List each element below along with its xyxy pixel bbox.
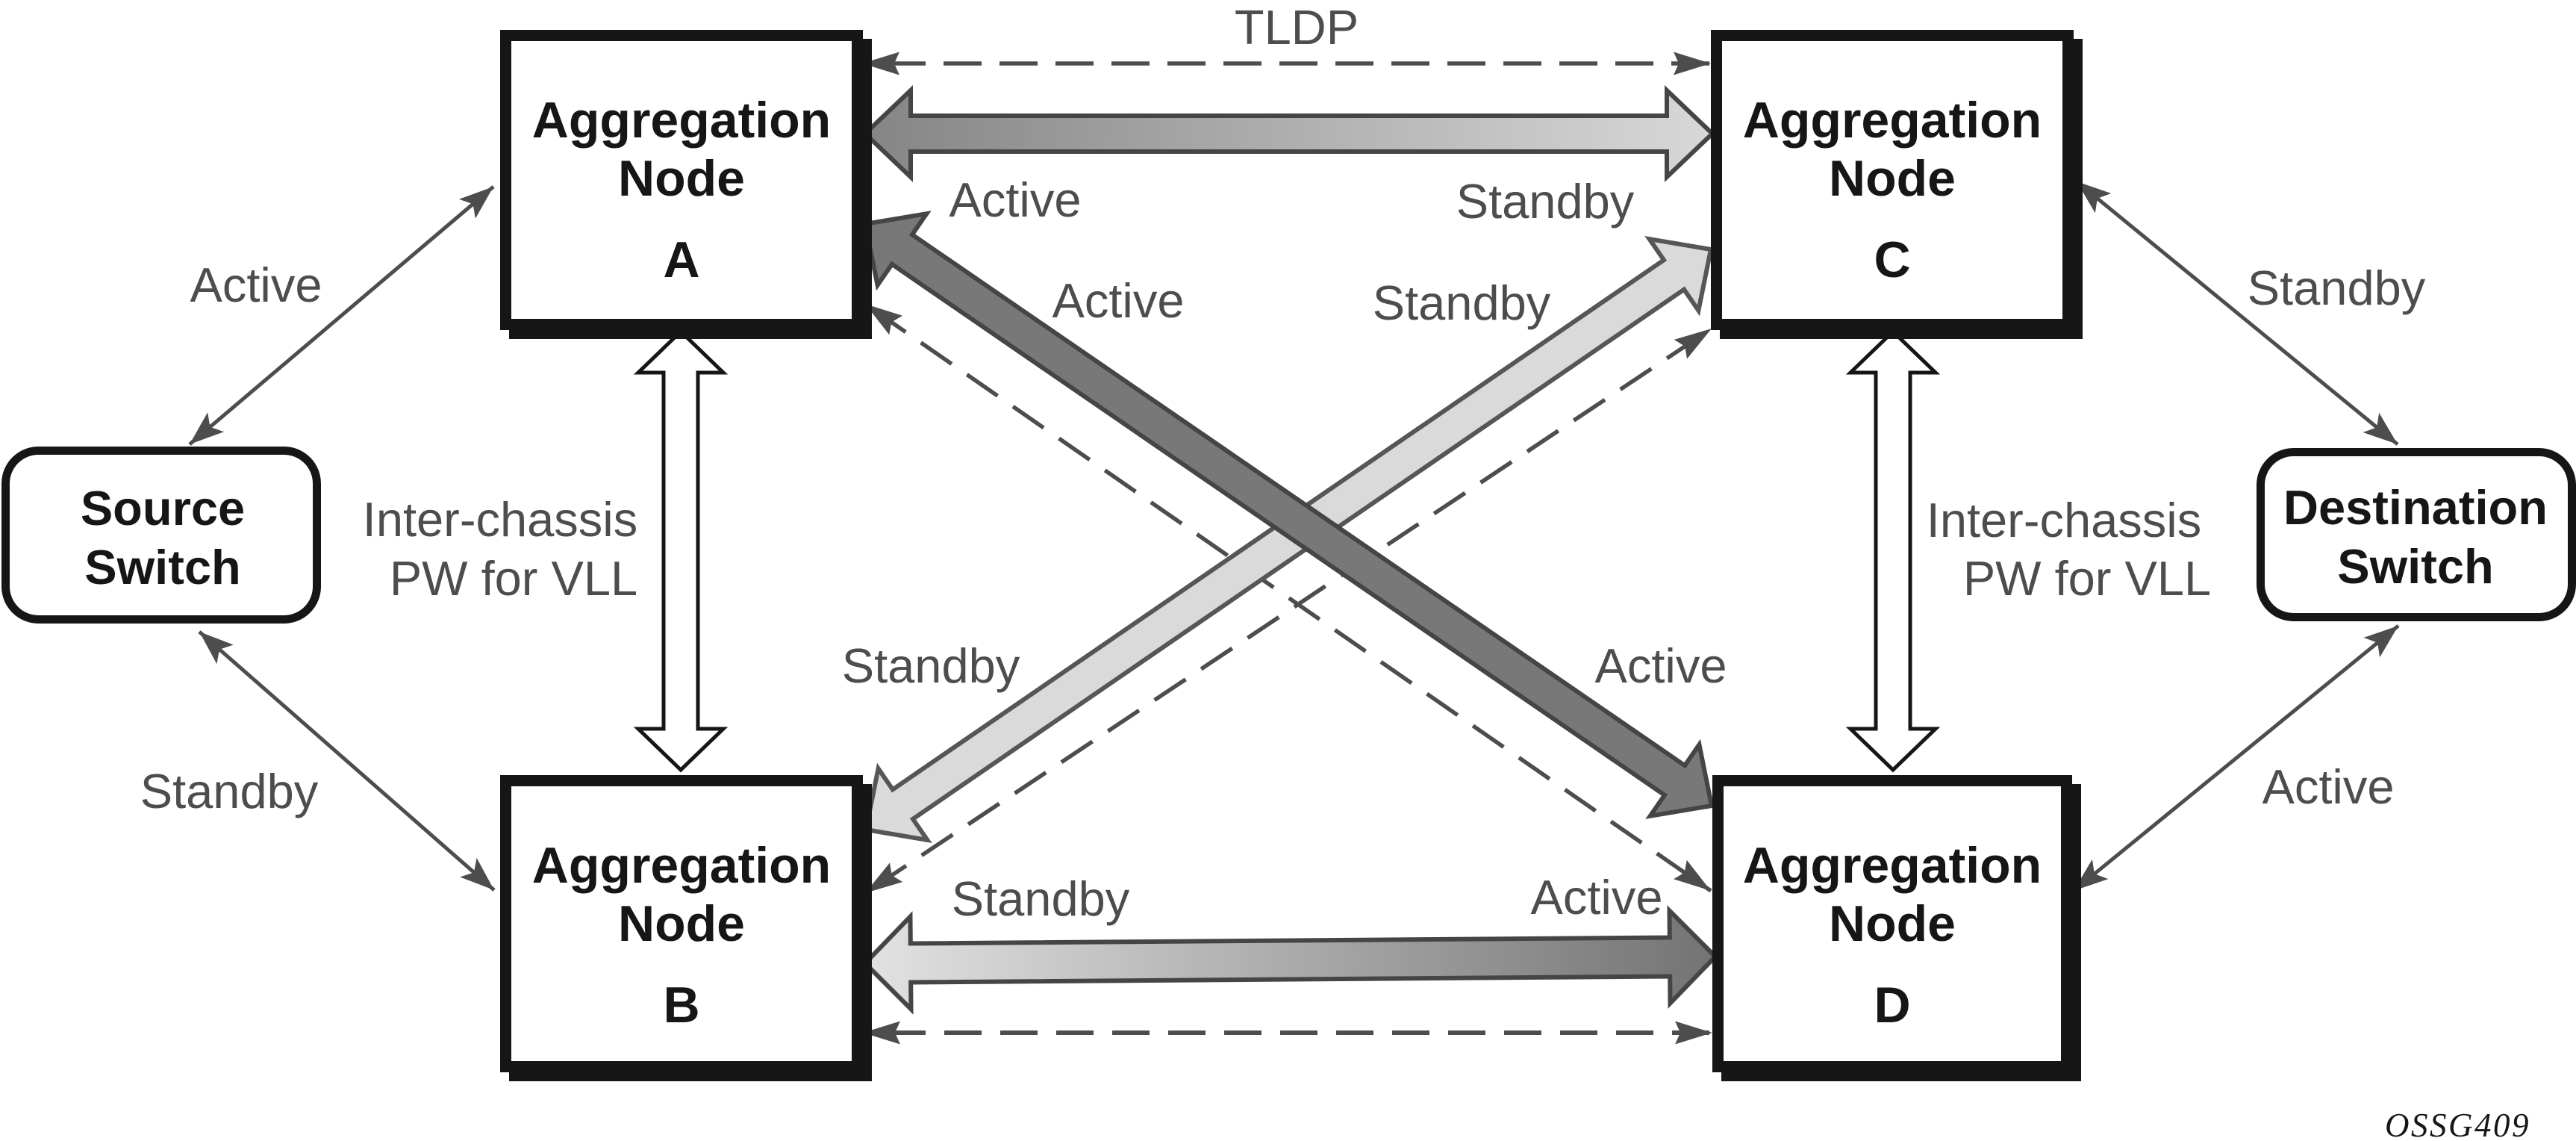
svg-text:Standby: Standby	[140, 764, 319, 818]
svg-text:C: C	[1874, 231, 1910, 288]
svg-text:Aggregation: Aggregation	[1743, 837, 2042, 894]
svg-text:Inter-chassis: Inter-chassis	[363, 492, 637, 547]
svg-text:Active: Active	[190, 258, 322, 312]
svg-text:Aggregation: Aggregation	[1743, 92, 2042, 149]
svg-text:Aggregation: Aggregation	[532, 837, 831, 894]
svg-text:Active: Active	[1052, 273, 1184, 328]
svg-text:Source: Source	[81, 481, 245, 535]
svg-text:Node: Node	[1829, 150, 1956, 207]
svg-text:Active: Active	[949, 172, 1081, 227]
svg-text:Inter-chassis: Inter-chassis	[1927, 493, 2201, 547]
svg-text:Node: Node	[618, 895, 745, 952]
svg-text:Destination: Destination	[2283, 480, 2548, 535]
svg-text:TLDP: TLDP	[1235, 0, 1359, 55]
svg-text:Standby: Standby	[952, 871, 1130, 926]
svg-text:PW for VLL: PW for VLL	[390, 551, 637, 606]
svg-text:Active: Active	[1530, 870, 1662, 924]
svg-text:Active: Active	[2262, 759, 2394, 814]
svg-text:Standby: Standby	[2248, 261, 2426, 315]
svg-text:Standby: Standby	[1373, 276, 1551, 330]
svg-text:Switch: Switch	[84, 540, 240, 594]
svg-text:Standby: Standby	[842, 638, 1020, 693]
svg-text:Aggregation: Aggregation	[532, 92, 831, 149]
svg-text:Node: Node	[1829, 895, 1956, 952]
svg-text:Standby: Standby	[1456, 174, 1635, 228]
svg-text:D: D	[1874, 977, 1910, 1033]
svg-text:Active: Active	[1594, 638, 1727, 693]
svg-text:B: B	[663, 977, 699, 1033]
svg-text:Switch: Switch	[2337, 539, 2493, 594]
svg-text:OSSG409: OSSG409	[2385, 1107, 2530, 1141]
svg-text:A: A	[663, 231, 699, 288]
svg-text:Node: Node	[618, 150, 745, 207]
svg-text:PW for VLL: PW for VLL	[1963, 551, 2211, 606]
